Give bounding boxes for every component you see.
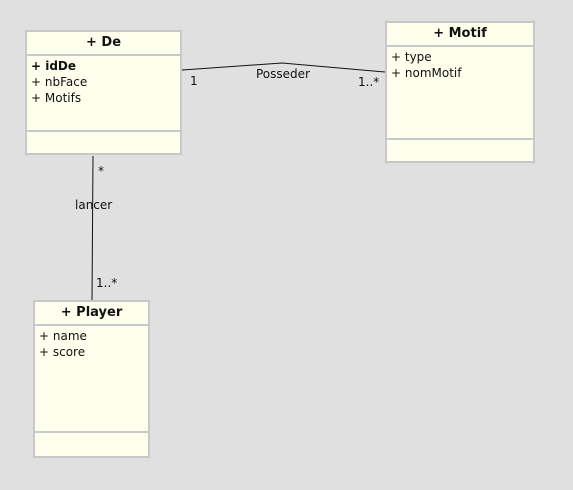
class-de-name: + De <box>27 32 180 56</box>
class-motif-name: + Motif <box>387 23 533 47</box>
multiplicity-de-posseder: 1 <box>190 74 198 88</box>
multiplicity-de-lancer: * <box>98 164 104 178</box>
attribute-name: + name <box>39 329 87 343</box>
class-motif[interactable]: + Motif + type + nomMotif <box>385 21 535 163</box>
attribute-idde: + idDe <box>31 59 77 73</box>
attribute-motifs: + Motifs <box>31 91 82 105</box>
multiplicity-motif-posseder: 1..* <box>358 75 380 89</box>
attribute-nommotif: + nomMotif <box>391 66 462 80</box>
association-posseder-label: Posseder <box>256 67 310 81</box>
association-lancer-label: lancer <box>75 198 113 212</box>
association-posseder-line[interactable] <box>181 62 386 73</box>
class-de[interactable]: + De + idDe + nbFace + Motifs <box>25 30 182 155</box>
attribute-type: + type <box>391 50 432 64</box>
multiplicity-player-lancer: 1..* <box>96 276 118 290</box>
class-player-attributes: + name + score <box>35 326 148 433</box>
class-de-attributes: + idDe + nbFace + Motifs <box>27 56 180 132</box>
attribute-nbface: + nbFace <box>31 75 88 89</box>
association-lancer-line[interactable] <box>91 155 94 301</box>
class-motif-attributes: + type + nomMotif <box>387 47 533 140</box>
class-player[interactable]: + Player + name + score <box>33 300 150 458</box>
attribute-score: + score <box>39 345 86 359</box>
class-player-name: + Player <box>35 302 148 326</box>
